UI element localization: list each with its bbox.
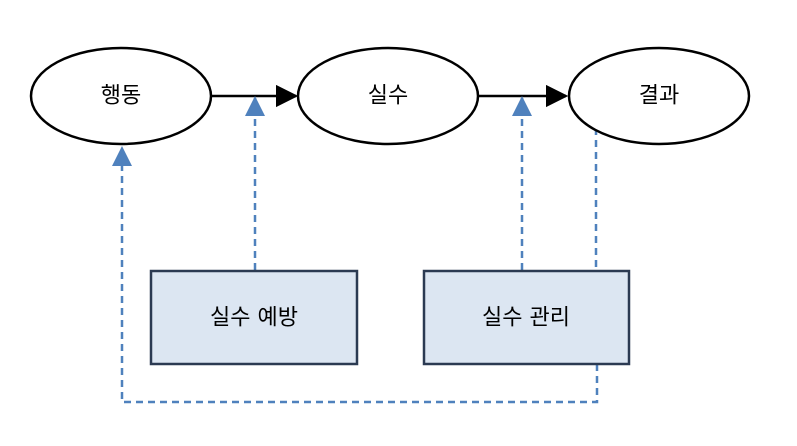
box-management: 실수 관리 xyxy=(422,269,631,366)
box-prevention: 실수 예방 xyxy=(149,269,359,366)
node-mistake-label: 실수 xyxy=(368,84,408,109)
box-management-label: 실수 관리 xyxy=(482,306,570,331)
node-action: 행동 xyxy=(29,46,213,146)
dashed-feedback-loop xyxy=(112,146,599,404)
node-result: 결과 xyxy=(567,46,751,146)
node-result-label: 결과 xyxy=(639,84,679,109)
box-prevention-label: 실수 예방 xyxy=(210,306,298,331)
node-action-label: 행동 xyxy=(101,84,141,109)
node-mistake: 실수 xyxy=(296,46,480,146)
